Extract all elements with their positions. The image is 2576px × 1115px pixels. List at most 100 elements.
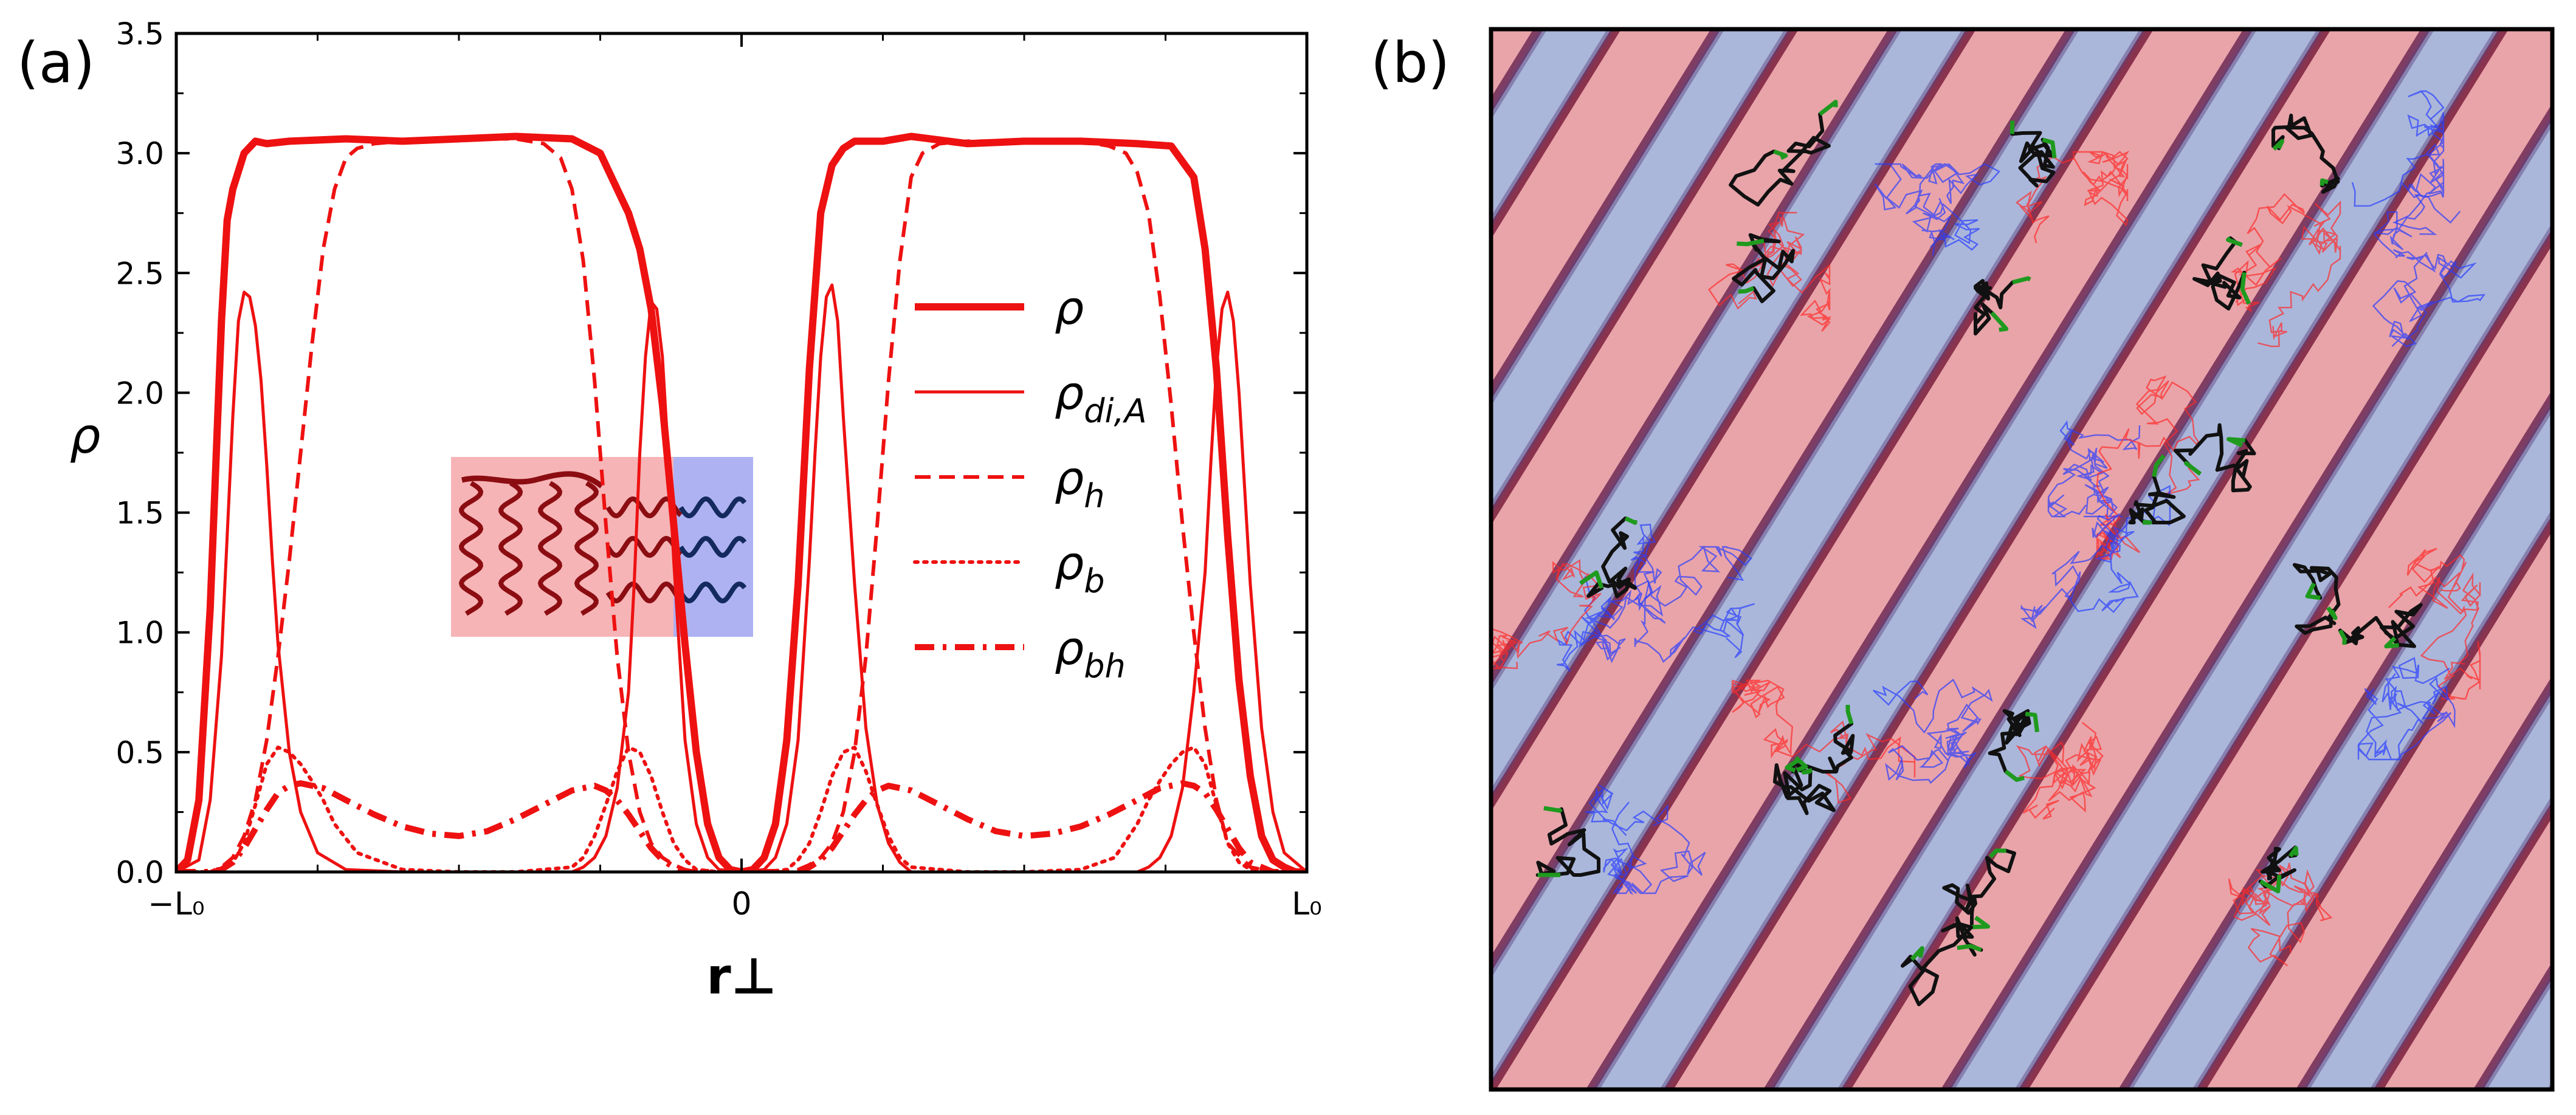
lamella-interface bbox=[1491, 29, 2152, 1089]
polymer-tangle bbox=[2096, 375, 2200, 561]
x-tick-label: −L₀ bbox=[148, 886, 204, 922]
lamella-interface bbox=[2197, 515, 2552, 1089]
chain-end-segment bbox=[2226, 437, 2245, 448]
lamella-interface-shade bbox=[2015, 222, 2552, 1089]
chain-end-segment bbox=[1737, 238, 1765, 247]
lamella-interface bbox=[1491, 29, 1620, 239]
polymer-chain bbox=[2338, 603, 2423, 648]
polymer-chain bbox=[1988, 709, 2039, 782]
lamella-interface bbox=[1942, 103, 2552, 1089]
polymer-tangles bbox=[1491, 90, 2486, 967]
polymer-tangle bbox=[2016, 722, 2104, 820]
polymer-tangle bbox=[2015, 150, 2130, 244]
polymer-chain bbox=[2128, 455, 2186, 524]
inset-horizontal-tail-blue bbox=[678, 581, 747, 604]
polymer-chain bbox=[1729, 100, 1837, 207]
lamella-interface bbox=[1491, 29, 1720, 400]
chain-end-segment bbox=[1801, 768, 1813, 775]
lamella-interface bbox=[1491, 29, 1542, 114]
chain-end-segment bbox=[1819, 100, 1838, 116]
legend-label-1: ρdi,A bbox=[1055, 366, 1147, 430]
chain-end-segment bbox=[1971, 916, 1990, 930]
chain-end-segment bbox=[2025, 712, 2039, 732]
y-tick-label: 2.5 bbox=[115, 256, 164, 291]
inset-head-line bbox=[461, 471, 604, 489]
polymer-tangle bbox=[1634, 545, 1755, 663]
y-tick-label: 1.0 bbox=[115, 616, 164, 651]
x-axis-label: r⊥ bbox=[706, 948, 776, 1006]
lamella-interface bbox=[1491, 29, 2075, 972]
chain-end-segment bbox=[2012, 276, 2031, 284]
inset-vertical-tail bbox=[458, 481, 484, 616]
chain-end-segment bbox=[1543, 806, 1563, 813]
legend-label-4: ρbh bbox=[1055, 621, 1126, 685]
chain-end-segment bbox=[1785, 758, 1800, 773]
inset-vertical-tail bbox=[574, 481, 599, 616]
inset-horizontal-tail-blue bbox=[678, 535, 747, 558]
chain-end-segment bbox=[1624, 516, 1638, 525]
legend-label-3: ρb bbox=[1055, 536, 1105, 600]
chain-end-segment bbox=[2272, 139, 2284, 151]
polymer-tangle bbox=[2228, 863, 2333, 967]
bilayer-inset bbox=[451, 457, 753, 637]
chain-end-segment bbox=[2009, 120, 2015, 134]
red-lamella bbox=[1846, 29, 2552, 1089]
panel-label-b: (b) bbox=[1371, 30, 1450, 95]
chain-end-segment bbox=[2226, 236, 2243, 247]
lamella-interface-shade bbox=[1594, 29, 2257, 1089]
polymer-tangle bbox=[1731, 678, 1916, 804]
polymer-tangle bbox=[2372, 194, 2486, 348]
lamella-interface-shade bbox=[1949, 116, 2552, 1089]
lamella-interface bbox=[2556, 29, 2576, 1089]
legend-label-0: ρ bbox=[1055, 281, 1084, 335]
inset-vertical-tail bbox=[537, 481, 563, 616]
x-tick-label: 0 bbox=[731, 886, 751, 922]
chain-end-segment bbox=[2338, 629, 2347, 645]
polymer-chain bbox=[1732, 233, 1795, 303]
polymer-chain bbox=[1942, 849, 2016, 929]
lamella-interface-shade bbox=[775, 29, 1433, 1089]
polymer-tangle bbox=[2020, 485, 2171, 630]
highlighted-chains bbox=[1535, 100, 2423, 1006]
polymer-tangle bbox=[1874, 163, 2000, 256]
polymer-tangle bbox=[2351, 90, 2445, 235]
polymer-chain bbox=[1772, 758, 1836, 815]
chain-end-segment bbox=[2152, 454, 2166, 478]
lamella-interface-shade bbox=[1491, 29, 2145, 1085]
inset-vertical-tail bbox=[498, 481, 523, 616]
series-line-2 bbox=[176, 137, 1307, 872]
chain-end-segment bbox=[1988, 848, 2006, 859]
polymer-tangle bbox=[2357, 657, 2456, 761]
chain-end-segment bbox=[1738, 286, 1755, 294]
inset-horizontal-tail-red bbox=[605, 535, 683, 558]
chain-end-segment bbox=[2319, 178, 2329, 186]
chain-end-segment bbox=[1990, 311, 2009, 332]
inset-horizontal-tail-blue bbox=[678, 496, 747, 519]
lamella-interface-shade bbox=[2192, 509, 2552, 1089]
lamella-interface-shade bbox=[1491, 29, 1902, 693]
chain-end-segment bbox=[1957, 944, 1982, 952]
lamella-interface-shade bbox=[2304, 688, 2552, 1089]
x-tick-label: L₀ bbox=[1292, 886, 1322, 922]
polymer-chain bbox=[2192, 236, 2251, 310]
polymer-chain bbox=[1974, 276, 2031, 336]
polymer-chain bbox=[2173, 423, 2256, 493]
lamella-interface bbox=[1491, 29, 1975, 812]
polymer-tangle bbox=[1491, 559, 1602, 670]
chain-end-segment bbox=[1579, 570, 1604, 589]
lamella-interface-shade bbox=[1491, 29, 2079, 979]
panel-label-a: (a) bbox=[17, 30, 95, 95]
panel-b-simulation-snapshot bbox=[775, 27, 2576, 1092]
chain-end-segment bbox=[2004, 769, 2025, 782]
chain-end-segment bbox=[1910, 946, 1924, 961]
lamella-interface bbox=[1665, 29, 2330, 1089]
red-lamella bbox=[1491, 29, 1538, 106]
chain-end-segment bbox=[1845, 704, 1854, 724]
chain-end-segment bbox=[2184, 461, 2202, 476]
lamella-interface bbox=[1491, 29, 1897, 686]
lamella-interface-shade bbox=[1491, 29, 1613, 226]
chain-end-segment bbox=[2042, 137, 2057, 159]
